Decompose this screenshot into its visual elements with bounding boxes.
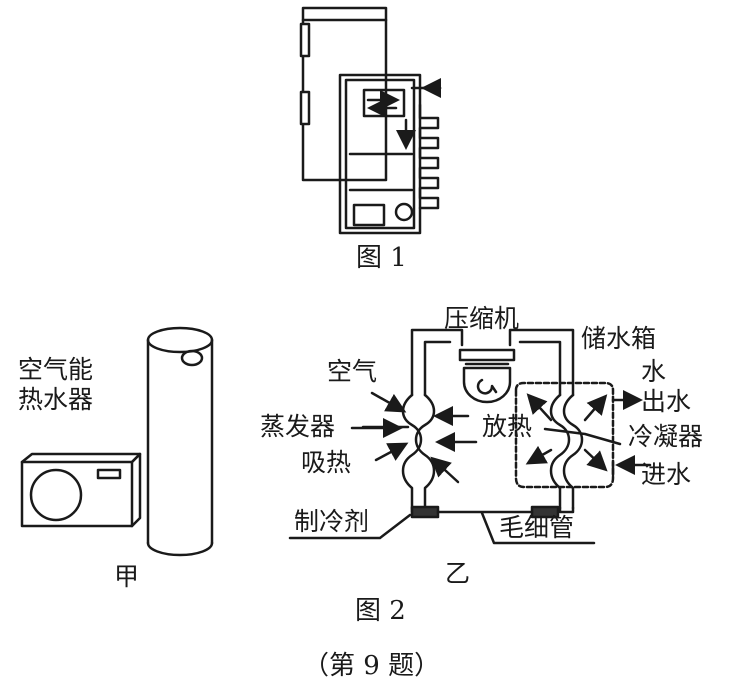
- sub-a-caption: 甲: [114, 562, 140, 591]
- label-leaders: [361, 425, 622, 446]
- right-pipe: [508, 328, 575, 397]
- heat-pump-cycle: [288, 328, 652, 545]
- sub-b-caption: 乙: [445, 559, 471, 588]
- absorb-heat-label: 吸热: [301, 448, 352, 477]
- capillary-leader: [480, 511, 596, 545]
- capillary-label: 毛细管: [499, 513, 575, 542]
- compressor-body: [462, 366, 512, 404]
- refrigerant-label: 制冷剂: [294, 507, 370, 536]
- figure1-caption: 图 1: [356, 243, 407, 273]
- condenser-coil-1: [418, 103, 440, 210]
- compressor-top: [458, 348, 516, 362]
- compressor-label: 压缩机: [444, 304, 520, 333]
- release-heat-label: 放热: [482, 412, 533, 441]
- refrigerator-diagram: [299, 6, 442, 235]
- figure2-caption: 图 2: [355, 596, 406, 626]
- water-label: 水: [641, 357, 667, 386]
- tank-label: 储水箱: [581, 324, 657, 353]
- condenser-coil: [549, 393, 584, 510]
- heater-title-line2: 热水器: [18, 385, 94, 414]
- question-label: （第 9 题）: [303, 651, 441, 681]
- air-label: 空气: [327, 357, 378, 386]
- freezer-box: [362, 88, 406, 118]
- evaporator-label: 蒸发器: [260, 412, 336, 441]
- water-in-label: 进水: [641, 460, 692, 489]
- heater-title-line1: 空气能: [18, 355, 94, 384]
- compressor-1: [394, 202, 414, 222]
- evaporator-coil: [401, 393, 436, 510]
- fridge-hinge: [299, 22, 311, 58]
- outdoor-unit: [20, 460, 134, 528]
- water-out-label: 出水: [641, 387, 692, 416]
- crisper: [352, 203, 386, 227]
- left-pipe: [410, 328, 464, 397]
- fan-grille: [29, 468, 83, 522]
- refrigerant-leader: [288, 513, 412, 540]
- condenser-label: 冷凝器: [628, 422, 704, 451]
- heater-sketch: [20, 326, 214, 557]
- refrigerant-block: [410, 505, 440, 519]
- water-tank-outline: [514, 381, 615, 489]
